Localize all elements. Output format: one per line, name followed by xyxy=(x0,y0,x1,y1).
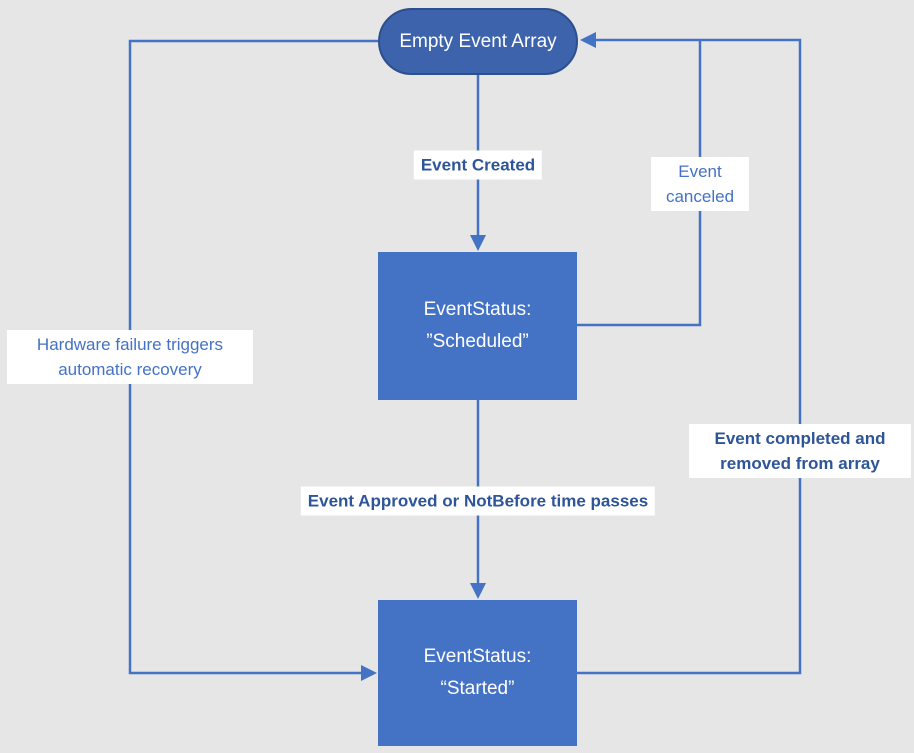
edge-label-hardware-failure: Hardware failure triggers automatic reco… xyxy=(7,330,253,384)
connector-event-completed xyxy=(577,32,802,675)
node-scheduled-line1: EventStatus: xyxy=(423,298,532,320)
edge-label-event-canceled: Event canceled xyxy=(651,157,749,211)
node-started-line1: EventStatus: xyxy=(423,645,532,667)
arrowhead-left-icon xyxy=(580,32,596,48)
node-empty-event-array-label: Empty Event Array xyxy=(399,30,557,52)
connector-event-canceled xyxy=(577,39,702,327)
node-scheduled-line2: ”Scheduled” xyxy=(426,331,529,352)
arrowhead-down-icon xyxy=(470,235,486,251)
edge-label-event-completed: Event completed and removed from array xyxy=(689,424,911,478)
node-eventstatus-scheduled: EventStatus: ”Scheduled” xyxy=(378,252,577,400)
node-eventstatus-started: EventStatus: “Started” xyxy=(378,600,577,746)
edge-label-event-approved: Event Approved or NotBefore time passes xyxy=(300,486,656,516)
arrowhead-down-icon xyxy=(470,583,486,599)
node-empty-event-array: Empty Event Array xyxy=(378,8,578,75)
arrowhead-right-icon xyxy=(361,665,377,681)
node-started-line2: “Started” xyxy=(440,678,515,699)
edge-label-event-created: Event Created xyxy=(413,150,543,180)
